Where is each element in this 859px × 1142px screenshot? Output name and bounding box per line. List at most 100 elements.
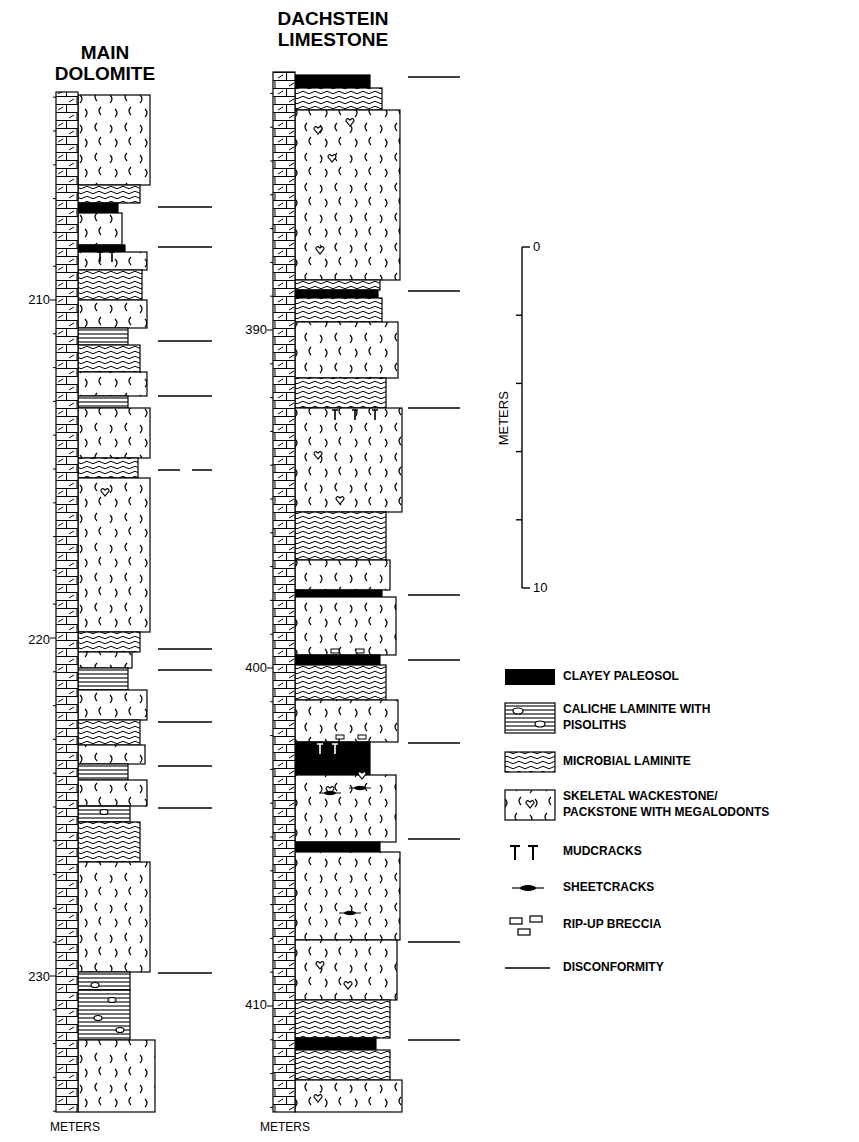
pisolith (116, 1028, 124, 1033)
depth-tick (270, 904, 273, 905)
legend-swatch (505, 669, 555, 685)
sheetcrack-line (512, 887, 544, 888)
paleosol-bed (295, 742, 370, 775)
depth-tick (270, 532, 273, 533)
wackestone-bed (295, 852, 400, 940)
paleosol-bed (295, 75, 370, 88)
legend-label: CALICHE LAMINITE WITH PISOLITHS (563, 702, 713, 733)
depth-tick (50, 300, 56, 301)
depth-tick (53, 1111, 56, 1112)
sheetcrack-line (319, 793, 341, 794)
depth-tick (53, 536, 56, 537)
paleosol-bed (78, 245, 125, 252)
disconformity-line (408, 594, 460, 595)
depth-tick (53, 570, 56, 571)
depth-tick (53, 739, 56, 740)
axis-unit: METERS (260, 1121, 310, 1134)
scale-bar (516, 247, 530, 588)
wackestone-bed (78, 213, 122, 245)
scale-bar-tick (516, 519, 522, 520)
depth-tick (53, 1077, 56, 1078)
sheetcrack-symbol (319, 791, 341, 795)
scale-bar-axis (521, 247, 522, 588)
wackestone-bed (295, 700, 398, 742)
pisolith (535, 721, 545, 727)
depth-tick (53, 97, 56, 98)
pisolith (100, 810, 108, 815)
disconformity-line (158, 972, 212, 973)
depth-tick (53, 604, 56, 605)
microbial-laminite-bed (295, 280, 380, 290)
scale-bar-tick (522, 246, 530, 247)
mudcrack-symbol (97, 252, 103, 262)
sheetcrack-symbol (339, 911, 361, 915)
depth-tick (53, 908, 56, 909)
depth-tick (270, 600, 273, 601)
microbial-laminite-bed (295, 665, 386, 700)
mudcrack-symbol (528, 846, 538, 860)
legend-label: SKELETAL WACKESTONE/ PACKSTONE WITH MEGA… (563, 789, 788, 820)
wackestone-bed (295, 775, 396, 842)
legend-samples (505, 703, 555, 968)
wackestone-bed (78, 252, 147, 270)
microbial-laminite-bed (78, 185, 140, 203)
depth-label: 390 (245, 323, 267, 338)
axis-unit: METERS (50, 1121, 100, 1134)
megalodont-symbol (316, 962, 324, 969)
rip-up-clast (530, 916, 542, 922)
depth-tick (50, 638, 56, 639)
wackestone-bed (78, 408, 150, 458)
depth-tick (270, 566, 273, 567)
depth-tick (270, 870, 273, 871)
caliche-laminite-bed (78, 668, 128, 690)
wackestone-bed (78, 478, 150, 632)
disconformity-line (505, 967, 550, 968)
caliche-laminite-bed (78, 328, 128, 345)
depth-label: 210 (28, 293, 50, 308)
limestone-dolomite-strip (273, 72, 295, 1112)
rip-up-clast (510, 918, 522, 924)
wackestone-bed (78, 372, 147, 396)
scale-value: 0 (533, 240, 540, 255)
pisolith (108, 998, 116, 1003)
disconformity-line (408, 742, 460, 743)
caliche-laminite-bed (78, 396, 128, 408)
depth-tick (270, 701, 273, 702)
microbial-laminite-bed (295, 1000, 390, 1038)
depth-tick (53, 502, 56, 503)
depth-tick (267, 1006, 273, 1007)
disconformity-line (408, 407, 460, 408)
legend-sample (505, 703, 555, 733)
mudcrack-symbol (332, 744, 338, 754)
depth-tick (270, 938, 273, 939)
depth-tick (270, 194, 273, 195)
wackestone-bed (78, 300, 147, 328)
depth-tick (270, 161, 273, 162)
microbial-laminite-bed (295, 298, 382, 322)
caliche-laminite-bed (78, 990, 130, 1040)
disconformity-line (158, 340, 212, 341)
disconformity-line-uncertain (158, 469, 212, 470)
depth-tick (270, 296, 273, 297)
microbial-laminite-bed (78, 632, 140, 652)
legend-sample (505, 790, 555, 820)
depth-tick (270, 363, 273, 364)
depth-tick (53, 840, 56, 841)
depth-tick (53, 705, 56, 706)
megalodont-symbol (526, 801, 534, 808)
depth-tick (53, 942, 56, 943)
megalodont-symbol (336, 497, 344, 504)
caliche-laminite-bed (78, 972, 130, 990)
scale-value: 10 (533, 581, 547, 596)
depth-tick (53, 1043, 56, 1044)
depth-tick (267, 668, 273, 669)
depth-label: 230 (28, 970, 50, 985)
wackestone-bed (78, 1040, 155, 1112)
rip-up-clast (331, 649, 339, 653)
wackestone-bed (295, 560, 390, 590)
scale-bar-tick (516, 451, 522, 452)
pisolith (94, 1016, 102, 1021)
depth-tick (270, 769, 273, 770)
legend-label: SHEETCRACKS (563, 880, 654, 896)
scale-bar-tick (516, 383, 522, 384)
